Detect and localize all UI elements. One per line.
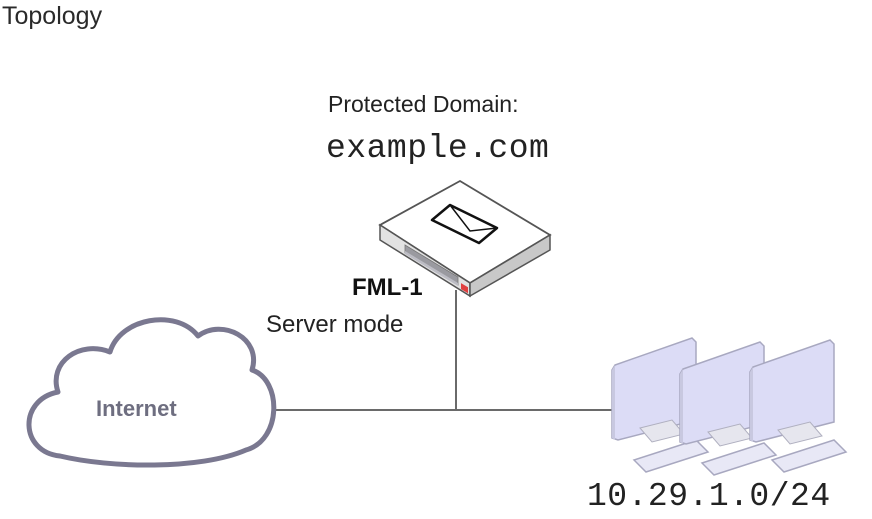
fortimail-mode: Server mode [266,311,404,338]
lan-subnet-label: 10.29.1.0/24 [587,478,831,515]
cloud-icon [26,317,277,468]
internet-label: Internet [96,396,177,421]
protected-domain-label: Protected Domain: [328,91,519,117]
diagram-title: Topology [2,2,103,30]
workstation-icon [749,339,848,473]
protected-domain-value: example.com [326,130,550,167]
mail-appliance-icon [378,179,552,298]
envelope-icon [430,203,499,245]
fortimail-name: FML-1 [352,274,423,301]
workstation-icon [679,341,778,476]
workstations-icon [611,337,848,476]
